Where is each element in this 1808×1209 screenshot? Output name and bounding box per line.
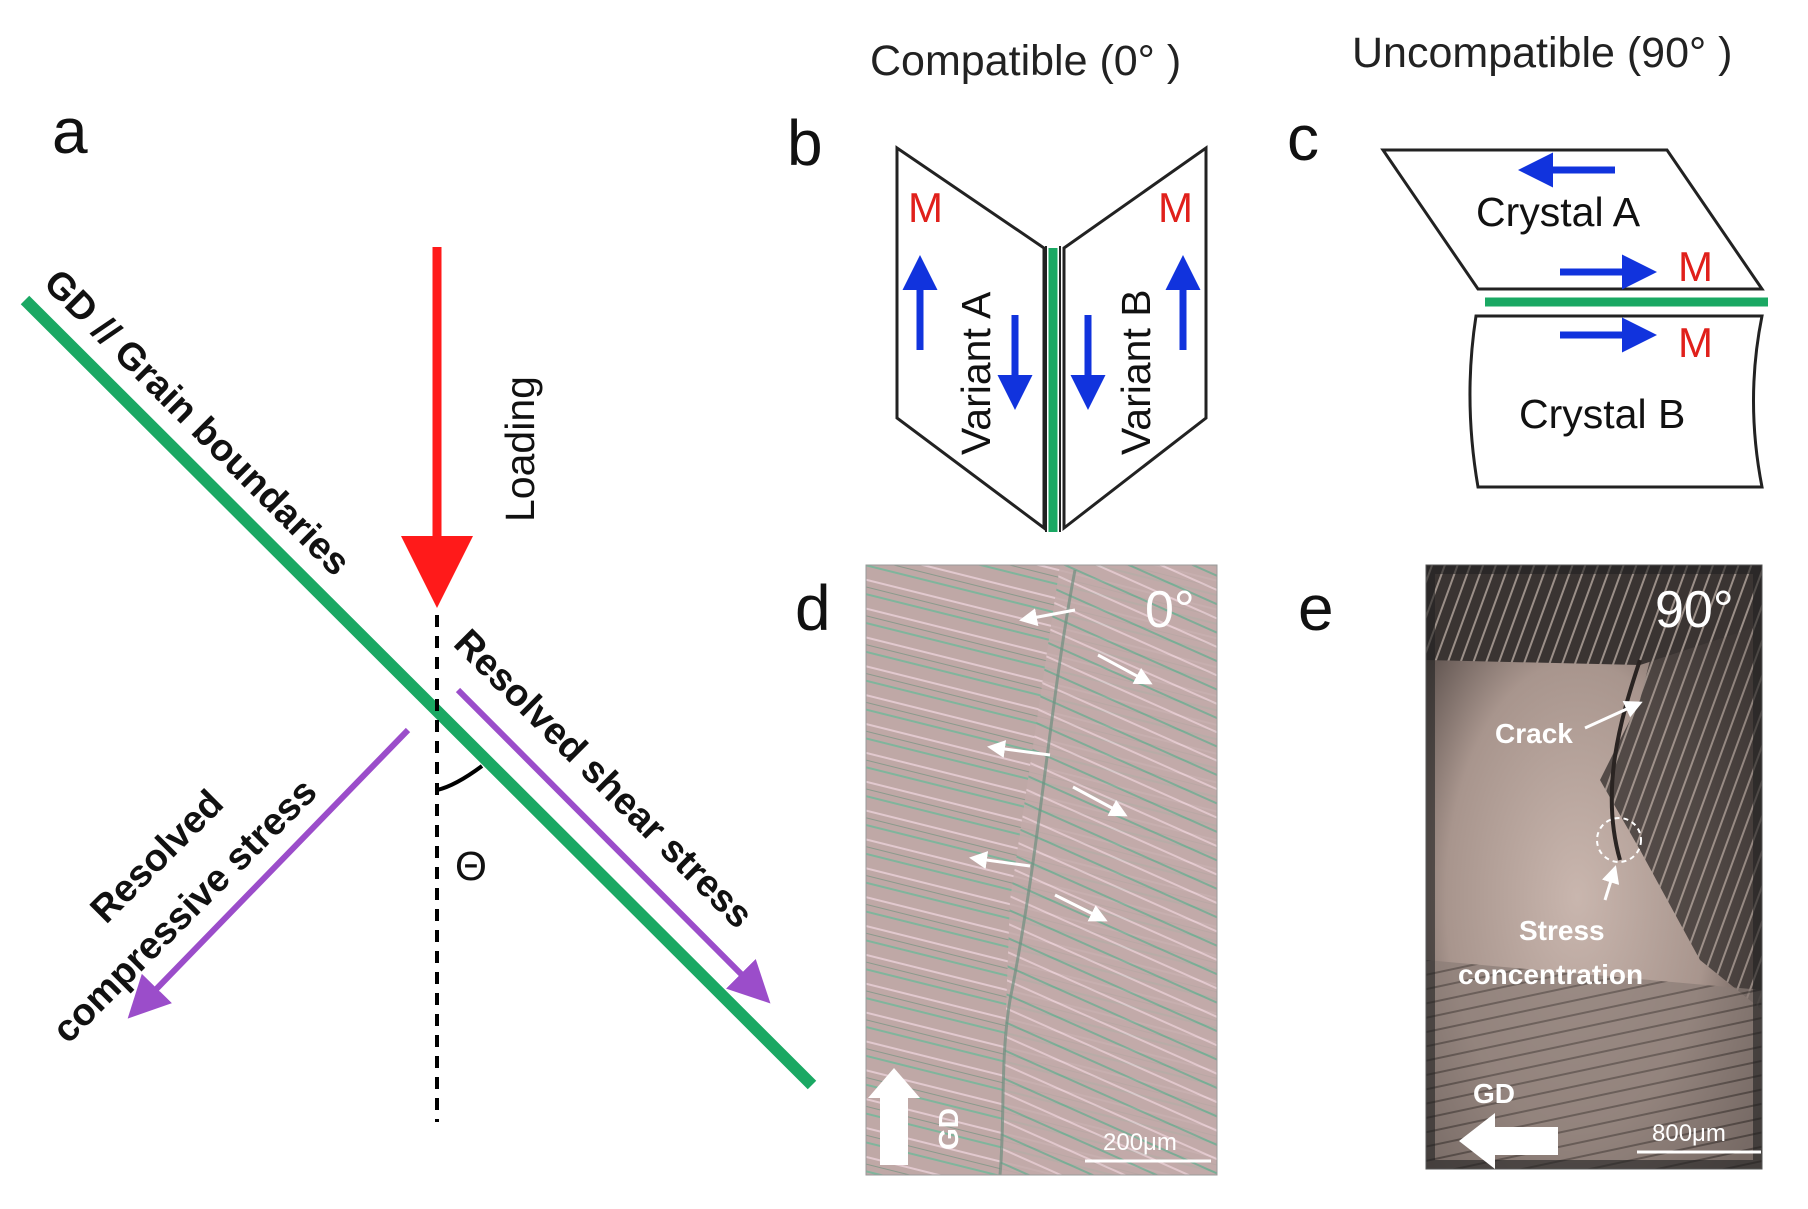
gd-left-arrow-icon (1459, 1113, 1558, 1169)
crystal-b-m-label: M (1678, 319, 1713, 366)
shear-stress-arrow (455, 687, 771, 1004)
micrograph-d (866, 565, 1217, 1175)
micrograph-d-scale-label: 200μm (1103, 1129, 1177, 1156)
micrograph-d-arrow-2 (1097, 653, 1153, 685)
panel-d: d 0° GD 200μm (795, 564, 1218, 1176)
micrograph-e-gd-label: GD (1473, 1078, 1515, 1109)
panel-c: Uncompatible (90° ) c Crystal A Crystal … (1287, 29, 1768, 489)
panel-d-letter: d (795, 572, 831, 644)
grain-boundary-label: GD // Grain boundaries (36, 262, 358, 584)
stress-label-1: Stress (1519, 915, 1605, 946)
micrograph-e-scale-label: 800μm (1652, 1120, 1726, 1147)
variant-b-m-label: M (1158, 184, 1193, 231)
panel-b-letter: b (787, 107, 823, 179)
theta-arc (436, 764, 484, 792)
crystal-b-label: Crystal B (1519, 391, 1685, 437)
crystal-a-shape (1380, 148, 1765, 291)
variant-b-label: Variant B (1113, 289, 1159, 455)
micrograph-d-gd-label: GD (933, 1108, 964, 1150)
micrograph-d-arrow-1 (1019, 608, 1076, 627)
crystal-a-m-label: M (1678, 243, 1713, 290)
panel-b-heading: Compatible (0° ) (870, 37, 1181, 85)
micrograph-d-arrow-3 (987, 740, 1051, 758)
panel-b: Compatible (0° ) b M M Variant A Variant… (787, 37, 1208, 532)
stress-concentration-circle (1596, 817, 1642, 863)
panel-c-heading: Uncompatible (90° ) (1352, 29, 1732, 77)
grain-boundary-line (20, 295, 817, 1090)
panel-a-letter: a (52, 95, 88, 167)
loading-label: Loading (497, 376, 543, 522)
micrograph-d-arrow-5 (969, 851, 1031, 869)
panel-e-letter: e (1298, 572, 1334, 644)
crack-arrow (1584, 701, 1643, 730)
micrograph-d-arrow-4 (1072, 785, 1128, 817)
shear-stress-label: Resolved shear stress (446, 622, 761, 937)
gd-up-arrow-icon (868, 1068, 920, 1165)
micrograph-d-arrow-6 (1054, 893, 1108, 922)
compressive-stress-arrow (127, 727, 411, 1019)
panel-c-letter: c (1287, 102, 1319, 174)
variant-a-label: Variant A (953, 291, 999, 455)
stress-arrow (1601, 865, 1620, 901)
micrograph-e-angle: 90° (1655, 581, 1734, 639)
variant-b-shape (1062, 145, 1208, 532)
micrograph-d-angle: 0° (1145, 581, 1195, 639)
crack-label: Crack (1495, 718, 1573, 749)
micrograph-e (1426, 565, 1762, 1169)
theta-label: Θ (455, 843, 487, 889)
variant-a-m-label: M (908, 184, 943, 231)
panel-e: e 90° Crack Stress concentration GD 800μ… (1298, 564, 1763, 1170)
variant-a-shape (895, 145, 1046, 531)
crystal-a-label: Crystal A (1476, 189, 1641, 235)
stress-label-2: concentration (1458, 959, 1643, 990)
panel-a: a Loading GD // Grain boundaries Resolve… (20, 95, 817, 1122)
crystal-b-shape (1468, 314, 1764, 489)
